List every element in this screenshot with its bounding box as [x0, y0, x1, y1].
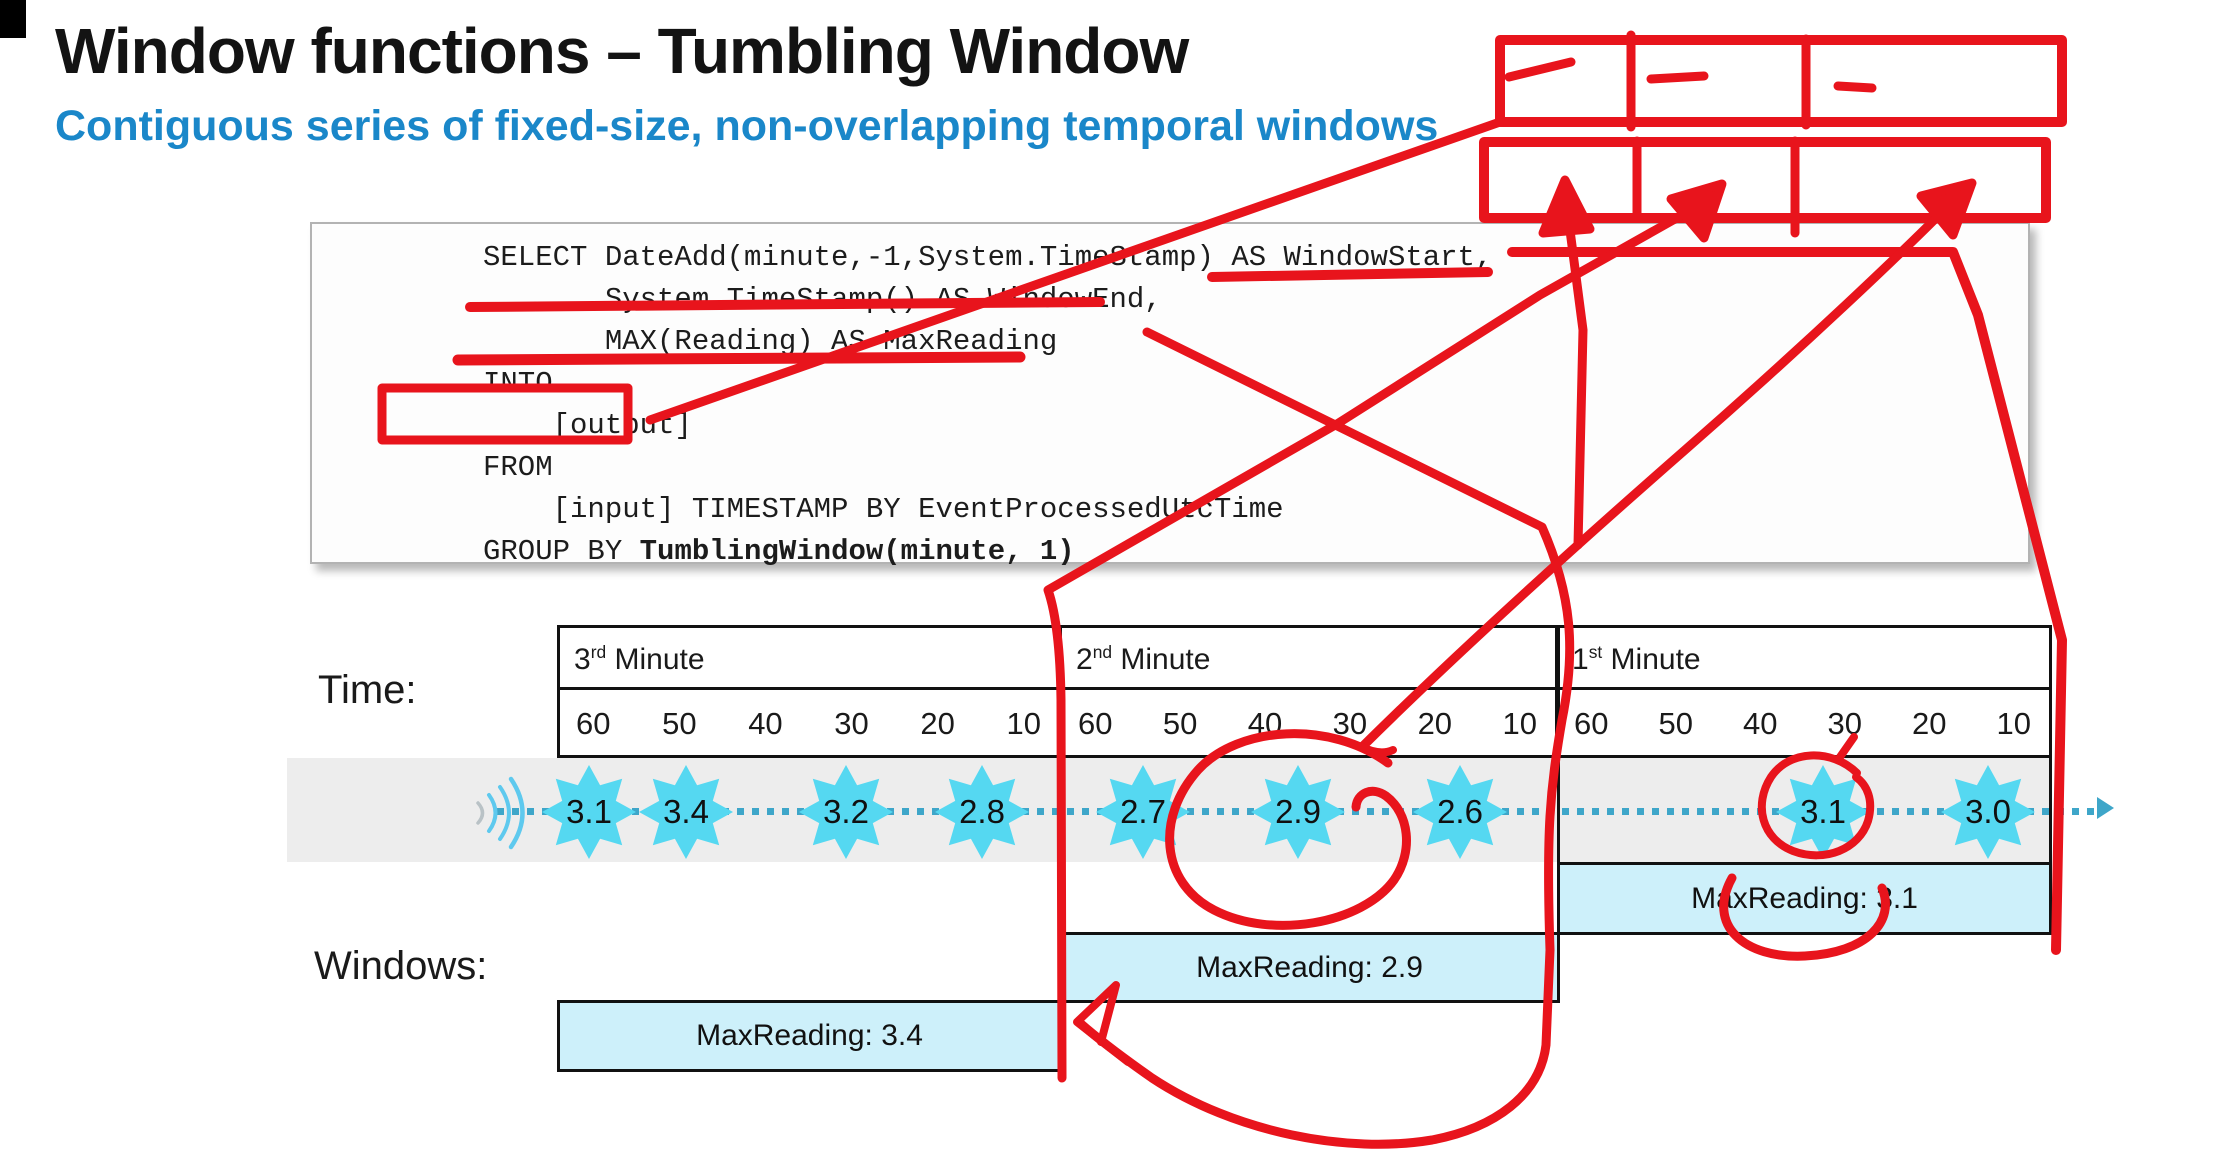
event-marker: 2.8 — [934, 764, 1030, 860]
tick-label: 20 — [1912, 705, 1947, 741]
slide-title: Window functions – Tumbling Window — [55, 15, 1189, 87]
window-result-label: MaxReading: 2.9 — [1196, 950, 1423, 984]
tick-label: 50 — [662, 705, 697, 741]
event-reading-value: 2.6 — [1437, 793, 1483, 830]
sql-code-block: SELECT DateAdd(minute,-1,System.TimeStam… — [310, 222, 2030, 568]
sql-code-line: FROM — [483, 451, 553, 484]
star-burst-icon — [935, 765, 1029, 859]
event-reading-value: 2.7 — [1120, 793, 1166, 830]
timeline-table: 3rd Minute 60 50 40 30 20 10 2nd Minute 60 50 40 30… — [557, 625, 2052, 758]
event-marker: 3.1 — [1775, 764, 1871, 860]
tick-label: 60 — [1078, 705, 1113, 741]
minute-column: 3rd Minute 60 50 40 30 20 10 — [560, 628, 1062, 755]
tick-label: 30 — [834, 705, 869, 741]
minute-header: 1st Minute — [1558, 628, 2049, 690]
tick-label: 40 — [748, 705, 783, 741]
slide-subtitle: Contiguous series of fixed-size, non-ove… — [55, 102, 1439, 150]
tick-label: 20 — [1417, 705, 1453, 741]
event-marker: 3.4 — [638, 764, 734, 860]
second-ticks-row: 60 50 40 30 20 10 — [1558, 690, 2049, 755]
window-result-label: MaxReading: 3.1 — [1691, 881, 1918, 915]
screen-corner-artifact — [0, 0, 26, 38]
second-ticks-row: 60 50 40 30 20 10 — [560, 690, 1059, 755]
sql-code-line: GROUP BY TumblingWindow(minute, 1) — [483, 535, 1075, 568]
event-marker: 3.1 — [541, 764, 637, 860]
tick-label: 50 — [1162, 705, 1198, 741]
tick-label: 10 — [1502, 705, 1537, 741]
sql-code-line: [input] TIMESTAMP BY EventProcessedUtcTi… — [483, 493, 1284, 526]
ink-windows-rect-bottom — [1479, 137, 2051, 223]
event-stream-arrow-icon — [2097, 797, 2114, 819]
sql-code-line: SELECT DateAdd(minute,-1,System.TimeStam… — [483, 241, 1493, 274]
event-reading-value: 3.2 — [823, 793, 869, 830]
sql-code-line: INTO — [483, 367, 553, 400]
minute-column: 2nd Minute 60 50 40 30 20 10 — [1062, 628, 1558, 755]
tick-label: 10 — [1006, 705, 1041, 741]
tick-label: 20 — [920, 705, 955, 741]
event-reading-value: 3.4 — [663, 793, 709, 830]
star-burst-icon — [542, 765, 636, 859]
event-reading-value: 3.0 — [1965, 793, 2011, 830]
sql-code-line: MAX(Reading) AS MaxReading — [483, 325, 1058, 358]
star-burst-icon — [639, 765, 733, 859]
time-row-label: Time: — [318, 668, 417, 712]
tick-label: 10 — [1996, 705, 2031, 741]
minute-column: 1st Minute 60 50 40 30 20 10 — [1558, 628, 2049, 755]
ink-windows-rect-top — [1495, 35, 2067, 127]
sql-code-lines: SELECT DateAdd(minute,-1,System.TimeStam… — [312, 224, 2028, 573]
sql-code-line: [output] — [483, 409, 692, 442]
event-marker: 2.7 — [1095, 764, 1191, 860]
tick-label: 30 — [1332, 705, 1368, 741]
windows-row-label: Windows: — [314, 944, 488, 988]
window-result-box: MaxReading: 3.1 — [1557, 862, 2052, 935]
event-marker: 2.6 — [1412, 764, 1508, 860]
event-reading-value: 2.9 — [1275, 793, 1321, 830]
minute-header: 3rd Minute — [560, 628, 1059, 690]
sql-tumbling-window-clause: TumblingWindow(minute, 1) — [639, 535, 1075, 568]
second-ticks-row: 60 50 40 30 20 10 — [1062, 690, 1555, 755]
event-marker: 3.0 — [1940, 764, 2036, 860]
tick-label: 60 — [576, 705, 611, 741]
sql-code-line: System.TimeStamp() AS WindowEnd, — [483, 283, 1162, 316]
window-result-box: MaxReading: 2.9 — [1059, 932, 1560, 1003]
window-result-label: MaxReading: 3.4 — [696, 1019, 923, 1052]
star-burst-icon — [799, 765, 893, 859]
event-reading-value: 3.1 — [566, 793, 612, 830]
window-result-box: MaxReading: 3.4 — [557, 1000, 1062, 1072]
tick-label: 60 — [1574, 705, 1609, 741]
tick-label: 40 — [1247, 705, 1283, 741]
tick-label: 50 — [1658, 705, 1693, 741]
tick-label: 40 — [1743, 705, 1778, 741]
event-reading-value: 2.8 — [959, 793, 1005, 830]
tick-label: 30 — [1827, 705, 1862, 741]
event-reading-value: 3.1 — [1800, 793, 1846, 830]
event-marker: 3.2 — [798, 764, 894, 860]
minute-header: 2nd Minute — [1062, 628, 1555, 690]
event-marker: 2.9 — [1250, 764, 1346, 860]
